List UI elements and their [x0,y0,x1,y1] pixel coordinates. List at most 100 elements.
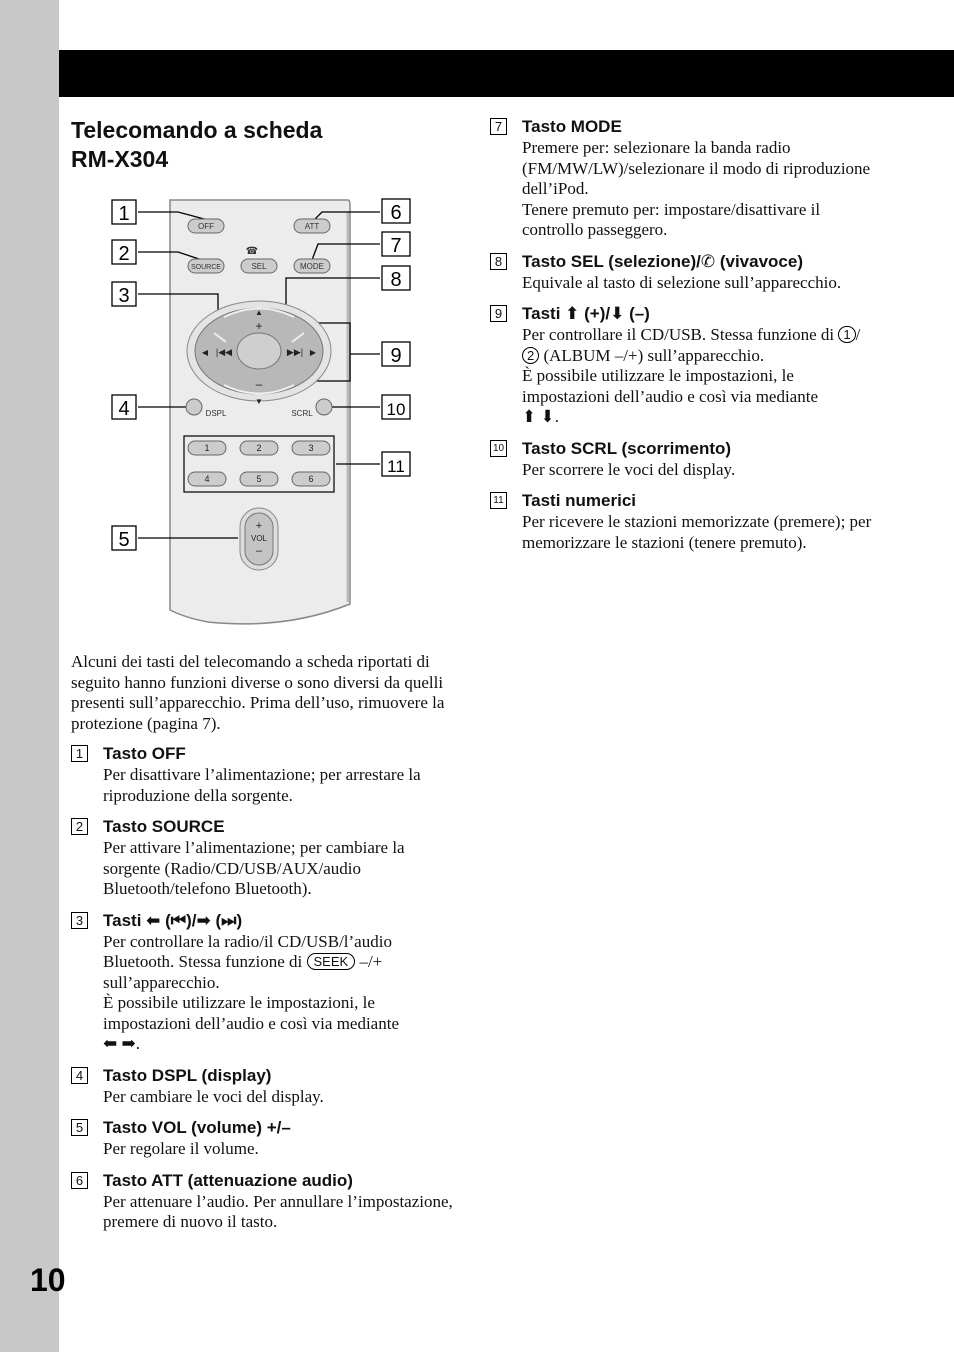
body-text: (ALBUM –/+) sull’apparecchio. [539,345,765,365]
page-title: Telecomando a scheda RM-X304 [71,116,322,174]
callout-11: 11 [387,457,405,476]
title-part: Tasto SEL (selezione)/ [522,251,701,271]
arrow-down-icon: ⬇ [610,304,625,323]
item-number: 10 [490,439,507,457]
body-text: Per controllare la radio/il CD/USB/l’aud… [103,931,392,972]
item-title: Tasto OFF [103,744,186,763]
callout-boxes-left [111,199,137,551]
num-key-1: 1 [204,443,209,453]
item-number: 1 [71,745,88,762]
pad-plus: + [255,319,262,333]
callout-4: 4 [118,398,129,420]
list-item: 6 Tasto ATT (attenuazione audio) Per att… [71,1170,456,1233]
title-part: )/ [186,910,197,930]
arrow-left-right-icon: ⬅ ➡ [103,1034,136,1053]
source-button-label: SOURCE [191,264,221,271]
item-number: 8 [490,252,507,270]
title-line-1: Telecomando a scheda [71,117,323,143]
item-body: Per disattivare l’alimentazione; per arr… [103,765,421,805]
title-part: (vivavoce) [715,251,803,271]
item-title: Tasti ⬆ (+)/⬇ (–) [522,303,875,325]
list-item: 9 Tasti ⬆ (+)/⬇ (–) Per controllare il C… [490,303,875,428]
callout-3: 3 [118,285,129,307]
vol-plus: + [256,520,262,532]
off-button-label: OFF [198,222,214,231]
item-title: Tasto MODE [522,117,622,136]
item-body: Per scorrere le voci del display. [522,459,736,479]
item-title: Tasto SOURCE [103,817,225,836]
item-body: Premere per: selezionare la banda radio … [522,138,875,241]
svg-text:☎: ☎ [246,246,258,257]
phone-icon: ✆ [700,251,716,271]
item-number: 5 [71,1119,88,1136]
body-text: / [855,325,861,344]
body-text: Premere per: selezionare la banda radio … [522,138,871,198]
title-part: (+)/ [579,304,611,323]
item-title: Tasto DSPL (display) [103,1065,272,1085]
svg-text:▶▶|: ▶▶| [287,347,303,357]
item-title: Tasto SEL (selezione)/✆ (vivavoce) [522,251,875,273]
list-item: 7 Tasto MODE Premere per: selezionare la… [490,116,875,241]
vol-label: VOL [251,534,268,543]
list-item: 1 Tasto OFF Per disattivare l’alimentazi… [71,743,456,806]
direction-pad: + – ▲ ▼ ◀ ▶ |◀◀ ▶▶| [186,300,332,406]
num-key-3: 3 [308,443,313,453]
body-text: Per controllare il CD/USB. Stessa funzio… [522,325,839,344]
callout-10: 10 [387,400,406,419]
title-part: ( [210,910,222,930]
item-number: 3 [71,911,88,929]
scrl-label: SCRL [291,409,313,418]
callout-boxes-right [381,198,411,477]
arrow-left-icon: ⬅ [146,910,161,930]
title-line-2: RM-X304 [71,146,169,172]
item-number: 9 [490,305,507,322]
side-strip [0,0,59,1352]
pad-minus: – [256,377,263,391]
num-key-4: 4 [204,474,209,484]
list-item: 11 Tasti numerici Per ricevere le stazio… [490,490,875,553]
callout-2: 2 [118,243,129,265]
list-item: 8 Tasto SEL (selezione)/✆ (vivavoce) Equ… [490,251,875,294]
svg-text:◀: ◀ [202,348,209,357]
number-pad: 1 2 3 4 5 6 [187,440,331,487]
body-text: –/+ sull’apparecchio. [103,952,383,992]
item-number: 7 [490,118,507,135]
vol-minus: – [256,545,263,557]
svg-text:|◀◀: |◀◀ [216,347,232,357]
body-text: È possibile utilizzare le impostazioni, … [103,993,399,1033]
item-number: 11 [490,492,507,509]
arrow-right-icon: ➡ [196,910,211,930]
remote-diagram: 1 2 3 4 5 6 7 8 9 10 11 OFF ATT SOURCE S… [111,198,411,625]
sel-button-label: SEL [251,262,267,271]
svg-text:▼: ▼ [255,397,263,406]
item-title: Tasto ATT (attenuazione audio) [103,1170,353,1190]
item-title: Tasti numerici [522,491,636,510]
item-title: Tasto SCRL (scorrimento) [522,438,732,458]
item-body: Per regolare il volume. [103,1139,259,1158]
arrow-up-down-icon: ⬆ ⬇ [522,407,555,426]
body-text: . [135,1034,140,1053]
att-button-label: ATT [305,222,320,231]
callout-8: 8 [390,269,401,291]
list-item: 3 Tasti ⬅ (⏮)/➡ (⏭) Per controllare la r… [71,910,456,1055]
body-text: . [554,407,559,426]
header-bar [59,50,954,97]
item-body: Per attenuare l’audio. Per annullare l’i… [103,1191,453,1232]
title-part: (–) [624,304,650,323]
item-title: Tasto VOL (volume) +/– [103,1118,291,1137]
svg-text:▲: ▲ [255,308,263,317]
item-number: 6 [71,1171,88,1189]
intro-paragraph: Alcuni dei tasti del telecomando a sched… [71,652,445,733]
title-part: ( [160,910,171,930]
next-track-icon: ⏭ [221,910,237,930]
items-left-column: 1 Tasto OFF Per disattivare l’alimentazi… [71,743,456,1243]
list-item: 4 Tasto DSPL (display) Per cambiare le v… [71,1065,456,1108]
num-key-6: 6 [308,474,313,484]
item-body: Equivale al tasto di selezione sull’appa… [522,272,842,292]
seek-key-label: SEEK [306,953,356,970]
num-key-2: 2 [256,443,261,453]
callout-1: 1 [118,203,129,225]
mode-button-label: MODE [300,262,324,271]
num-key-5: 5 [256,474,261,484]
callout-6: 6 [390,202,401,224]
